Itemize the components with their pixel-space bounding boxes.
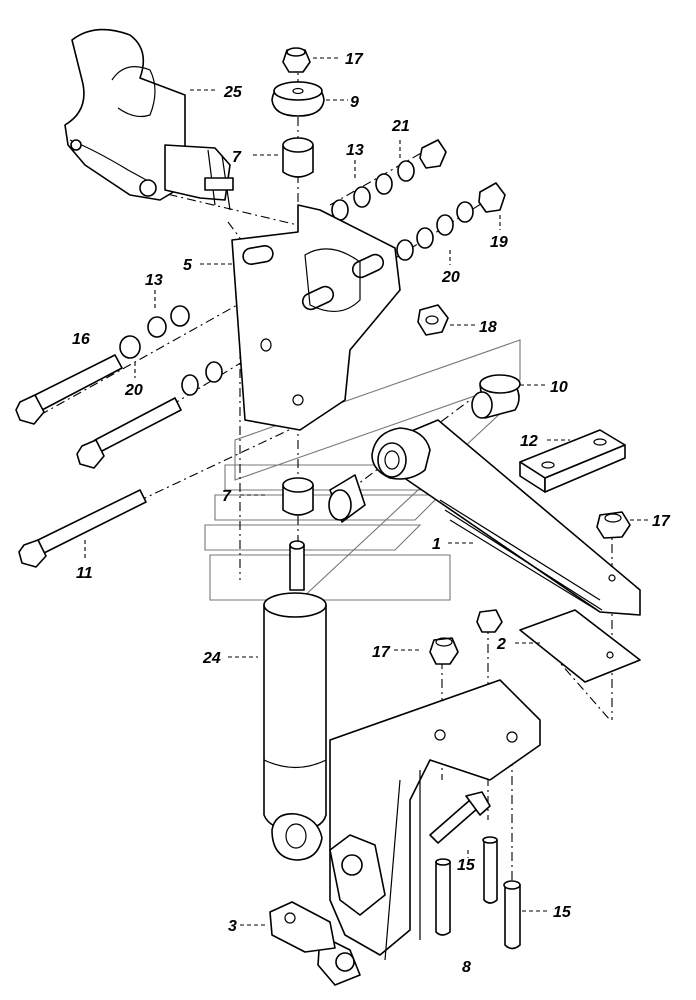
callout-12: 12 <box>520 433 538 450</box>
bushing-10 <box>471 374 521 419</box>
washer-set-13-lower <box>147 305 190 338</box>
spring-rod-1 <box>371 419 641 616</box>
washer-9 <box>271 81 325 117</box>
washer-pair-middle <box>181 338 272 396</box>
callout-8: 8 <box>462 959 471 976</box>
washer-set-13-upper <box>331 160 415 221</box>
callout-25: 25 <box>223 84 243 101</box>
plate-2 <box>519 609 641 683</box>
callout-17-lower: 17 <box>372 644 391 661</box>
bolt-16 <box>15 354 123 425</box>
bolt-middle <box>76 397 182 469</box>
stud-15-a <box>435 858 451 936</box>
nut-18 <box>417 304 449 336</box>
callout-15-b: 15 <box>553 904 572 921</box>
stud-15-b <box>482 836 498 904</box>
frame-bracket-25 <box>64 28 234 211</box>
nut-17-right <box>596 511 631 539</box>
bushing-7-lower <box>282 477 314 516</box>
callout-19: 19 <box>490 234 508 251</box>
bolt-11 <box>18 489 147 568</box>
washer-set-20-upper <box>396 201 474 261</box>
callout-1: 1 <box>432 536 441 553</box>
bushing-7-upper <box>282 137 314 178</box>
callout-5: 5 <box>183 257 193 274</box>
nut-19 <box>478 182 506 213</box>
callout-24: 24 <box>202 650 221 667</box>
callout-13-lower: 13 <box>145 272 163 289</box>
callout-3: 3 <box>228 918 237 935</box>
washer-20-lower <box>119 335 141 359</box>
callout-21: 21 <box>391 118 410 135</box>
bolt-15-angled <box>429 791 491 844</box>
callout-20-lower: 20 <box>124 382 143 399</box>
nut-17-small <box>476 609 503 633</box>
callout-15-a: 15 <box>457 857 476 874</box>
callout-9: 9 <box>350 94 359 111</box>
top-nut-17 <box>282 47 311 73</box>
callout-10: 10 <box>550 379 568 396</box>
nut-17-lower <box>429 637 459 665</box>
nut-21 <box>419 139 447 169</box>
callout-17-right: 17 <box>652 513 671 530</box>
sleeve-lower <box>328 474 366 523</box>
bracket-3 <box>269 901 336 953</box>
callout-2: 2 <box>496 636 506 653</box>
callout-20-upper: 20 <box>441 269 460 286</box>
callout-11: 11 <box>76 565 93 582</box>
stud-15-c <box>503 880 521 950</box>
callout-7-lower: 7 <box>222 488 232 505</box>
callout-labels: 17 9 25 21 7 13 19 5 20 13 18 16 20 10 1… <box>72 51 671 976</box>
lower-bracket <box>317 679 541 986</box>
callout-7-upper: 7 <box>232 149 242 166</box>
callout-13-upper: 13 <box>346 142 364 159</box>
callout-16: 16 <box>72 331 90 348</box>
plate-12 <box>519 429 626 493</box>
upper-bracket-5 <box>231 204 401 431</box>
shock-absorber-24 <box>263 540 327 861</box>
callout-leaders <box>84 57 648 926</box>
callout-18: 18 <box>479 319 497 336</box>
callout-17-top: 17 <box>345 51 364 68</box>
